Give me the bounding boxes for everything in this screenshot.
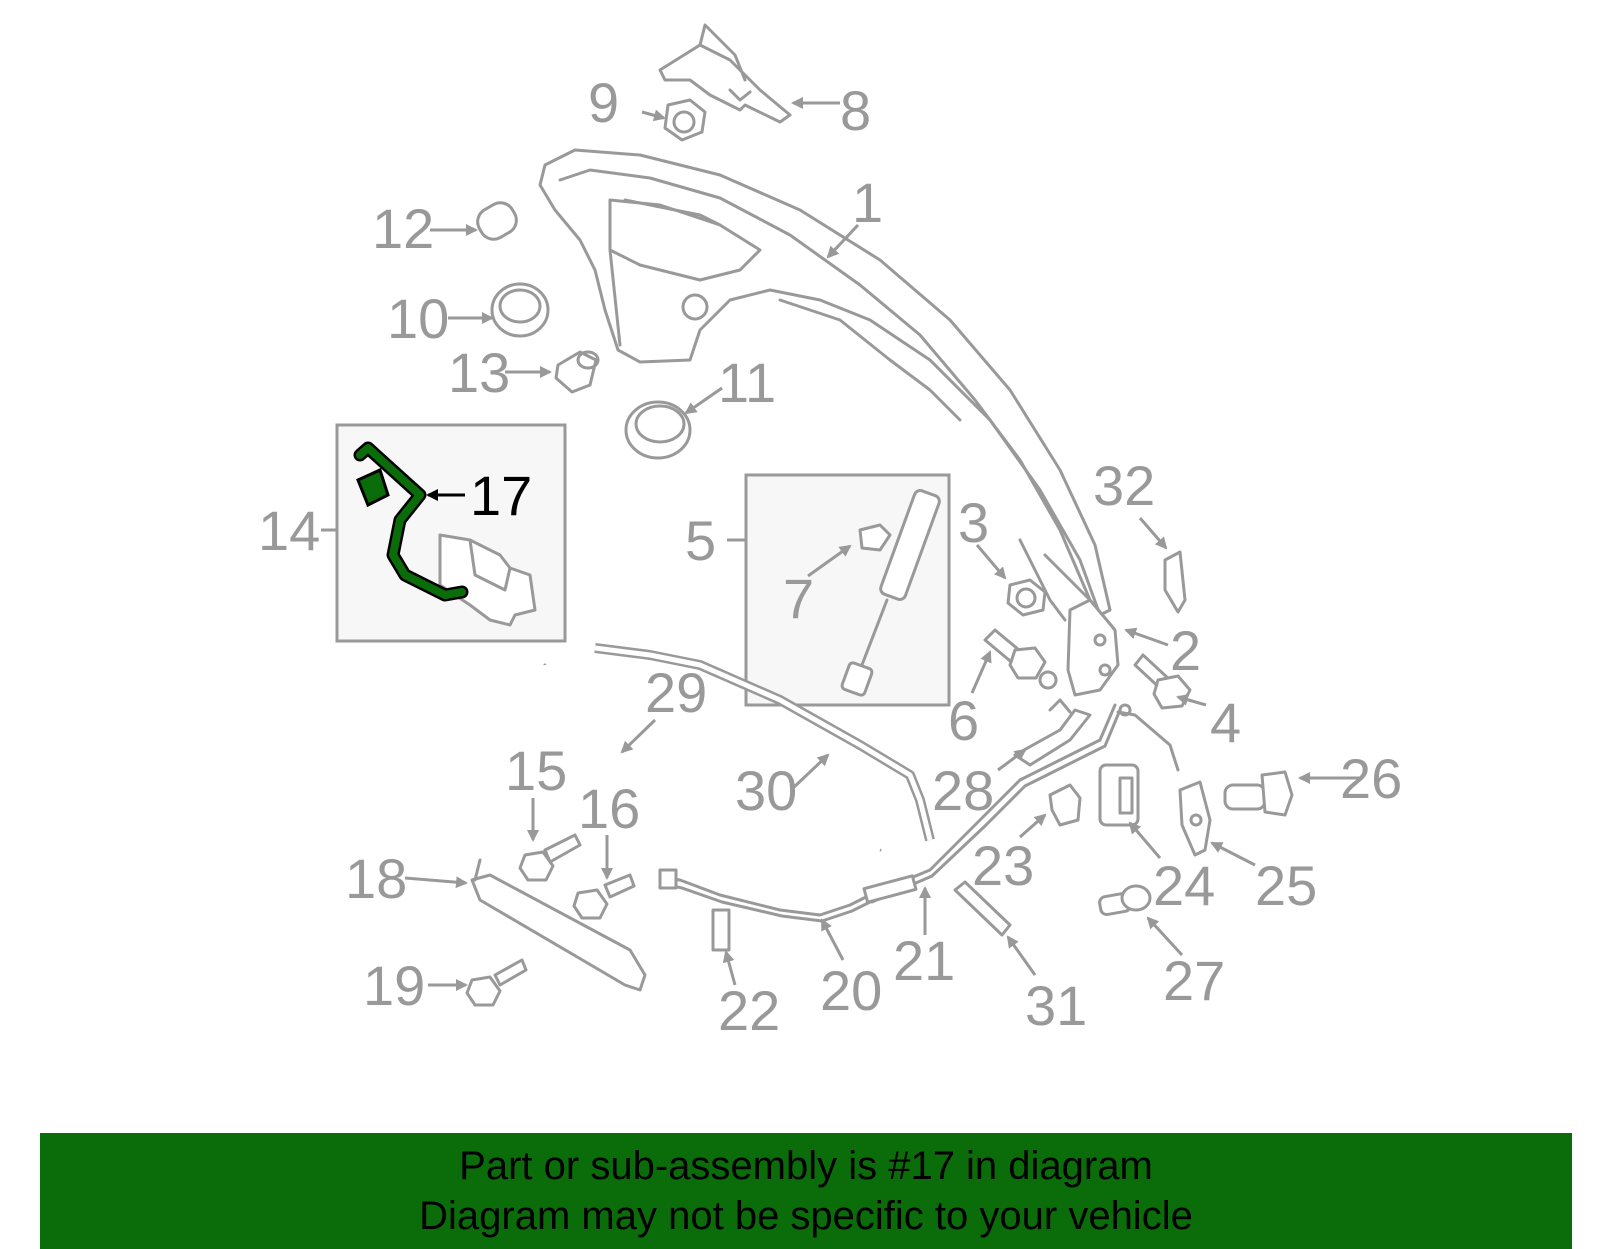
info-banner: Part or sub-assembly is #17 in diagram D… — [40, 1133, 1572, 1249]
label-21: 21 — [893, 929, 955, 992]
part-19-bolt — [465, 958, 528, 1007]
label-30: 30 — [735, 759, 797, 822]
part-16-bolt — [572, 873, 636, 920]
label-27: 27 — [1163, 949, 1225, 1012]
label-17: 17 — [470, 464, 532, 527]
part-29-weatherstrip — [542, 663, 882, 853]
part-21-cable — [862, 703, 1180, 904]
label-31: 31 — [1025, 974, 1087, 1037]
part-6-bolt — [983, 628, 1058, 690]
label-10: 10 — [387, 287, 449, 350]
label-1: 1 — [852, 171, 883, 234]
label-32: 32 — [1093, 454, 1155, 517]
part-7-clip — [858, 523, 892, 552]
label-25: 25 — [1255, 854, 1317, 917]
part-2-hinge — [1043, 553, 1120, 697]
label-24: 24 — [1153, 854, 1215, 917]
banner-line-2: Diagram may not be specific to your vehi… — [419, 1194, 1193, 1238]
banner-line-1: Part or sub-assembly is #17 in diagram — [459, 1144, 1153, 1188]
label-12: 12 — [372, 197, 434, 260]
part-18-shield — [470, 858, 647, 992]
part-31-strip — [953, 880, 1012, 937]
part-9-nut — [663, 98, 707, 142]
label-14: 14 — [258, 499, 320, 562]
part-24-latch — [1098, 763, 1140, 827]
part-32-bracket — [1163, 550, 1187, 614]
part-5-strut — [840, 489, 941, 697]
label-5: 5 — [685, 509, 716, 572]
label-13: 13 — [448, 341, 510, 404]
part-11-grommet — [624, 400, 692, 460]
part-3-nut — [1006, 578, 1047, 617]
label-18: 18 — [345, 847, 407, 910]
label-7: 7 — [783, 567, 814, 630]
label-6: 6 — [948, 689, 979, 752]
label-23: 23 — [972, 834, 1034, 897]
label-19: 19 — [363, 954, 425, 1017]
label-2: 2 — [1170, 619, 1201, 682]
label-16: 16 — [578, 777, 640, 840]
label-11: 11 — [718, 351, 776, 414]
label-22: 22 — [718, 979, 780, 1042]
part-27-screw — [1098, 884, 1152, 917]
leader-arrows — [321, 97, 1360, 991]
label-15: 15 — [505, 739, 567, 802]
part-14-bracket — [438, 533, 537, 627]
part-10-grommet — [490, 282, 550, 338]
label-28: 28 — [932, 759, 994, 822]
part-12-plug — [476, 201, 518, 241]
part-labels: 1 2 3 4 5 6 7 8 9 10 11 12 13 14 15 16 1… — [258, 71, 1402, 1042]
part-17-cable — [353, 441, 469, 602]
part-20-cable — [658, 868, 874, 923]
part-25-bracket — [1178, 780, 1212, 857]
part-15-bolt — [518, 833, 582, 882]
label-29: 29 — [645, 661, 707, 724]
part-23-clip — [1048, 783, 1082, 827]
label-4: 4 — [1210, 691, 1241, 754]
label-3: 3 — [958, 491, 989, 554]
label-26: 26 — [1340, 747, 1402, 810]
part-1-hood — [538, 148, 1112, 622]
part-22-clip — [711, 908, 731, 952]
part-28-bracket — [1013, 698, 1092, 767]
part-8-bracket — [658, 23, 792, 124]
part-30-seal — [594, 643, 935, 842]
part-26-bolt — [1223, 770, 1294, 817]
label-9: 9 — [588, 71, 619, 134]
part-13-bumper — [554, 350, 600, 394]
label-8: 8 — [840, 79, 871, 142]
label-20: 20 — [820, 959, 882, 1022]
